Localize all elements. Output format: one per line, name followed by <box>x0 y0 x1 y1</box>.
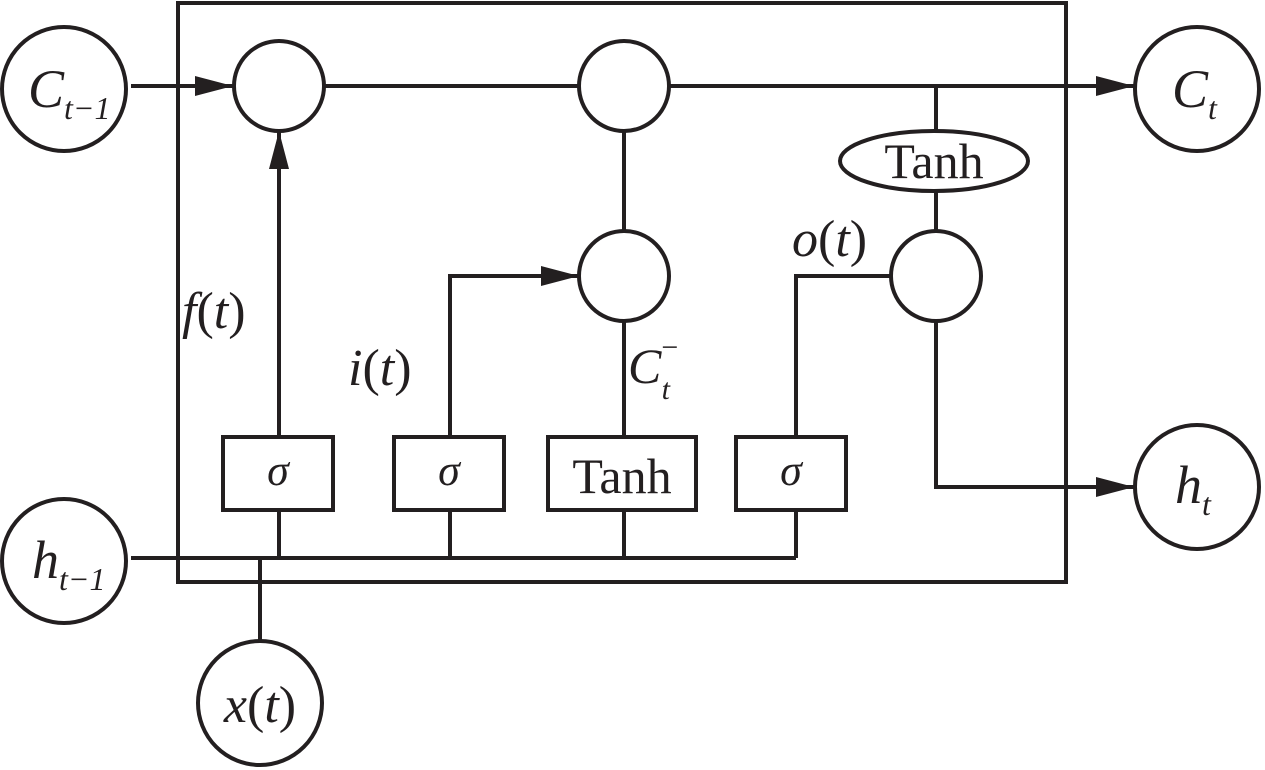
candidate-label: C− t <box>628 331 680 406</box>
output-gate-arg: t <box>835 211 851 268</box>
h-next-node <box>1133 423 1261 551</box>
candidate-tanh-label: Tanh <box>572 448 671 504</box>
c-prev-node <box>0 25 128 153</box>
forget-gate-label: f(t) <box>182 283 246 340</box>
output-gate-fn: o <box>792 211 818 268</box>
candidate-sup: − <box>659 331 679 364</box>
forget-sigma-label: σ <box>267 446 291 495</box>
input-multiply-node <box>577 229 671 323</box>
cell-tanh-ellipse <box>838 129 1030 193</box>
c-prev-base: C <box>28 59 65 119</box>
x-input-arg: t <box>264 677 280 734</box>
input-gate-line <box>448 266 579 437</box>
h-next-label: ht <box>1175 455 1212 522</box>
cell-boundary <box>176 1 1068 584</box>
candidate-base: C <box>628 338 662 394</box>
h-prev-label: ht−1 <box>32 530 105 597</box>
h-prev-node <box>0 497 128 625</box>
output-gate-label: o(t) <box>792 211 867 268</box>
input-gate-label: i(t) <box>348 340 412 397</box>
c-next-node <box>1133 25 1261 153</box>
h-next-base: h <box>1175 455 1202 515</box>
cell-add-node <box>577 39 671 133</box>
forget-gate-arg: t <box>214 283 230 340</box>
x-input-fn: x <box>223 677 247 734</box>
forget-multiply-node <box>232 39 326 133</box>
input-sigma-box <box>392 435 506 512</box>
hidden-out-line <box>934 321 1134 497</box>
h-prev-sub: t−1 <box>59 561 105 597</box>
output-sigma-box <box>734 435 848 512</box>
forget-sigma-box <box>221 435 335 512</box>
candidate-tanh-box <box>546 435 698 512</box>
input-gate-arg: t <box>380 340 396 397</box>
x-input-label: x(t) <box>223 677 296 734</box>
output-gate-line <box>794 274 891 437</box>
x-input-node <box>196 639 324 767</box>
candidate-sub: t <box>662 373 671 406</box>
h-next-sub: t <box>1202 486 1212 522</box>
c-next-sub: t <box>1208 90 1218 126</box>
output-multiply-node <box>889 229 983 323</box>
input-gate-fn: i <box>348 340 362 397</box>
cell-tanh-label: Tanh <box>884 133 983 189</box>
c-next-label: Ct <box>1172 59 1218 126</box>
c-prev-label: Ct−1 <box>28 59 111 126</box>
h-prev-base: h <box>32 530 59 590</box>
output-sigma-label: σ <box>780 446 804 495</box>
c-prev-sub: t−1 <box>64 90 110 126</box>
input-sigma-label: σ <box>438 446 462 495</box>
c-next-base: C <box>1172 59 1209 119</box>
